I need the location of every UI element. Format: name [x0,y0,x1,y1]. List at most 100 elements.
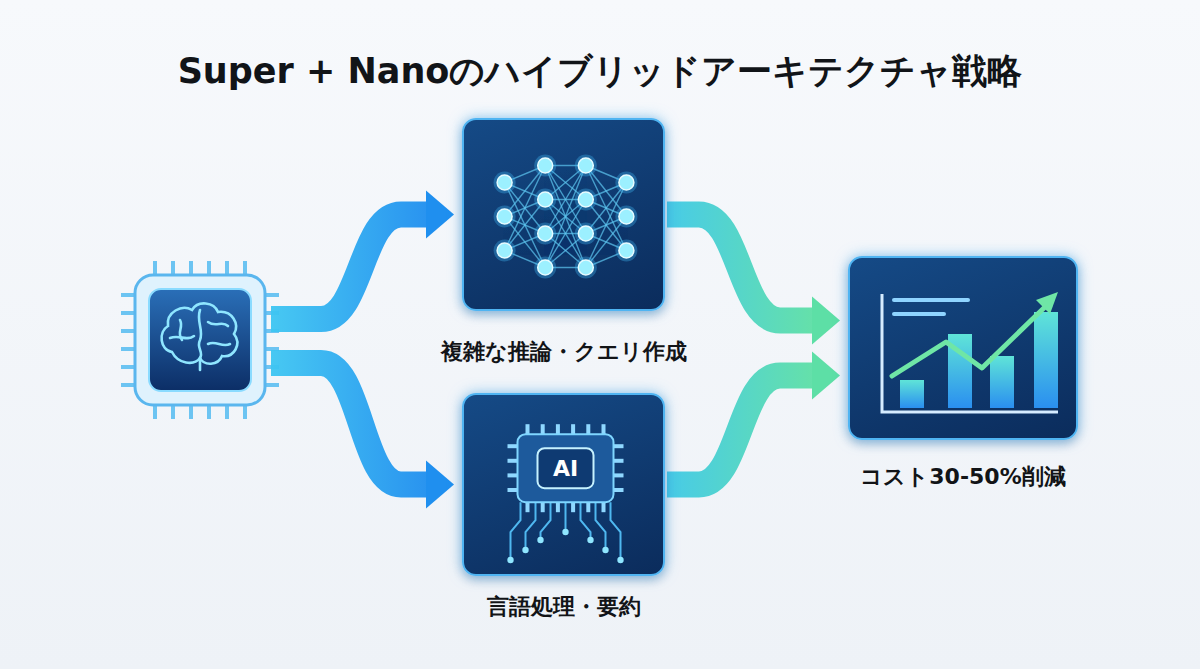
circuit-trace [611,502,621,560]
net-node [578,192,593,207]
node-label: コスト30-50%削減 [860,462,1065,492]
chip-pin [243,261,247,275]
net-link [545,166,586,268]
net-glow [494,240,516,262]
chip-pin [602,502,606,512]
chart-bar [900,380,924,408]
net-glow [575,223,597,245]
net-node [497,243,512,258]
chip-pin [602,424,606,434]
net-link [545,166,586,268]
arrow-head [426,191,454,239]
circuit-trace [581,502,591,540]
brain-outline [199,310,201,358]
chip-pin [586,424,590,434]
circuit-dot [507,557,513,563]
brain-outline [208,343,230,345]
brain-outline [208,322,228,326]
node-label: 言語処理・要約 [487,592,641,622]
circuit-dot [617,557,623,563]
chip-pin [508,488,518,492]
brain-outline [162,303,238,363]
chip-pin [153,405,157,419]
net-glow [615,172,637,194]
net-glow [615,206,637,228]
net-node [619,175,634,190]
net-node [578,260,593,275]
processor-illustration [121,261,279,419]
chip-pin [207,405,211,419]
net-glow [534,257,556,279]
net-glow [494,206,516,228]
chip-pin [121,329,135,333]
icon-illustration [850,258,1078,440]
chip-pin [526,502,530,512]
chip-pin [265,293,279,297]
net-node [619,209,634,224]
circuit-dot [587,537,593,543]
net-node [619,243,634,258]
chip-pin [586,502,590,512]
icon-box: AI [462,393,665,576]
chip-pin [571,502,575,512]
chip-pin [614,488,624,492]
circuit-trace [596,502,606,550]
process-box: AI言語処理・要約 [462,393,665,576]
title-text: Super + Nanoのハイブリッドアーキテクチャ戦略 [0,48,1200,95]
chip-pin [153,261,157,275]
net-node [538,158,553,173]
node-label: 複雑な推論・クエリ作成 [441,337,687,367]
icon-illustration [464,395,665,576]
chip-pin [571,424,575,434]
circuit-trace [541,502,551,540]
circuit-dot [537,537,543,543]
net-node [578,158,593,173]
brain-outline [180,320,182,340]
net-glow [534,189,556,211]
chip-pin [541,424,545,434]
net-node [578,226,593,241]
arrow-head [426,461,454,509]
net-node [538,192,553,207]
chip-pin [508,444,518,448]
edge-layer [667,215,840,485]
net-glow [575,189,597,211]
chip-core [149,289,251,391]
icon-illustration [464,120,665,311]
chart-axis [882,294,1058,412]
chip-pin [225,261,229,275]
chip-pin [189,261,193,275]
chip-pin [207,261,211,275]
chip-body [135,275,265,405]
net-glow [575,257,597,279]
net-glow [534,223,556,245]
flow-arrow [667,376,812,485]
chart-bar [990,356,1014,408]
chip-label: AI [553,456,578,481]
net-glow [494,172,516,194]
edge-group [667,215,840,345]
chip-pin [121,311,135,315]
net-node [538,260,553,275]
icon-box [462,118,665,311]
chip-pin [265,383,279,387]
net-glow [534,155,556,177]
chip-pin [556,502,560,512]
chip-pin [171,261,175,275]
chip-pin [614,473,624,477]
chip-pin [614,444,624,448]
circuit-dot [602,547,608,553]
flow-arrow [667,215,812,321]
chip-pin [556,424,560,434]
net-node [538,226,553,241]
chip-pin [121,383,135,387]
circuit-dot [562,529,568,535]
feeder-arrows [271,191,454,509]
chip-pin [526,424,530,434]
net-node [497,175,512,190]
chip-pin [225,405,229,419]
chip-pin [243,405,247,419]
chip-pin [508,459,518,463]
